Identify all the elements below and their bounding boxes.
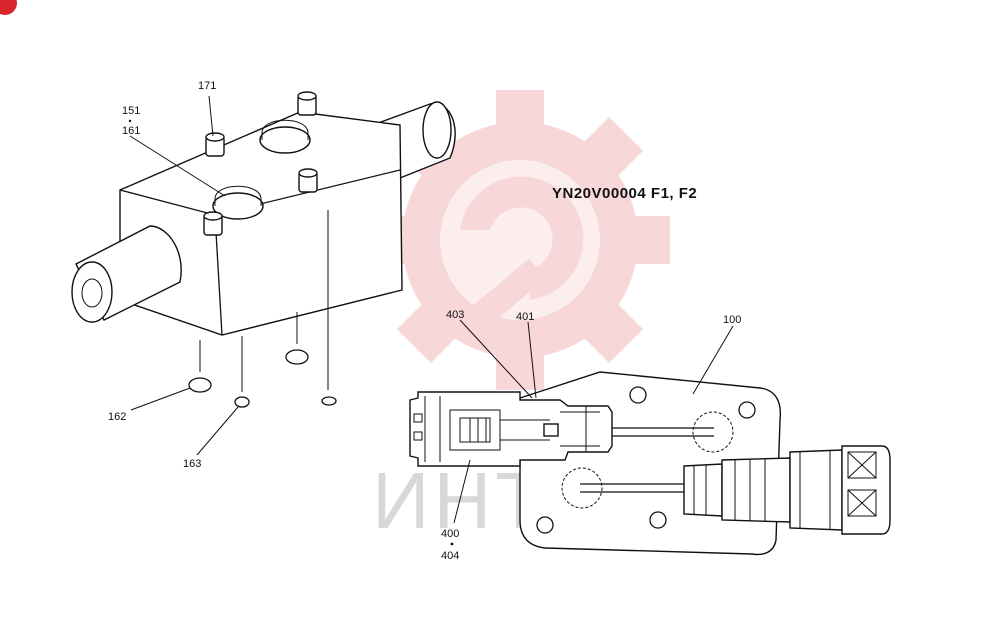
plug-171-a bbox=[205, 132, 225, 157]
label-162: 162 bbox=[108, 411, 126, 423]
label-403: 403 bbox=[446, 309, 464, 321]
corner-badge bbox=[0, 0, 17, 15]
plug-171-b bbox=[297, 91, 317, 116]
label-161: 161 bbox=[122, 125, 140, 137]
o-ring-162 bbox=[188, 377, 212, 393]
label-401: 401 bbox=[516, 311, 534, 323]
label-151: 151 bbox=[122, 105, 140, 117]
o-ring-large bbox=[285, 349, 309, 365]
drawing-code: YN20V00004 F1, F2 bbox=[552, 185, 697, 202]
plug-171-c bbox=[298, 168, 318, 193]
solenoid-plate-assembly bbox=[409, 319, 891, 556]
label-163: 163 bbox=[183, 458, 201, 470]
o-ring-163 bbox=[234, 396, 250, 408]
label-100: 100 bbox=[723, 314, 741, 326]
label-400: 400 bbox=[441, 528, 459, 540]
plug-171-d bbox=[203, 211, 223, 236]
valve-block-assembly bbox=[71, 91, 456, 456]
label-171: 171 bbox=[198, 80, 216, 92]
label-404: 404 bbox=[441, 550, 459, 562]
o-ring-small bbox=[321, 396, 337, 406]
